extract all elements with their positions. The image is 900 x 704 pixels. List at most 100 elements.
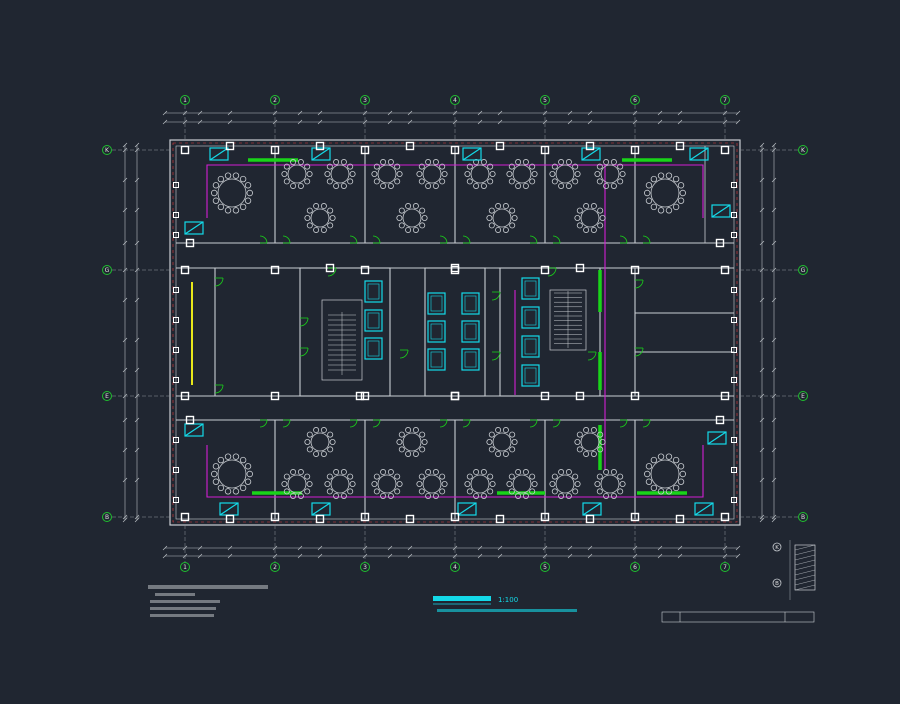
axis-bubble-col-1	[180, 95, 190, 105]
chair	[486, 438, 493, 445]
axis-label-row-B: B	[801, 514, 805, 521]
elevator-frame	[364, 280, 383, 303]
dimension-tick	[771, 337, 777, 343]
dimension-tick	[362, 119, 368, 125]
chair	[558, 492, 565, 499]
chair	[488, 222, 495, 229]
dimension-tick	[735, 110, 741, 116]
dimension-tick	[387, 553, 393, 559]
chair	[387, 159, 394, 166]
door-arc	[552, 419, 561, 428]
axis-label-col-6: 6	[633, 564, 637, 571]
column	[360, 391, 370, 401]
chair	[380, 182, 387, 189]
chair	[488, 431, 495, 438]
door-swing	[327, 267, 337, 277]
chair	[320, 203, 327, 210]
axis-label-col-2: 2	[273, 564, 277, 571]
key-hatch	[794, 574, 816, 581]
chair	[610, 492, 617, 499]
chair	[371, 170, 378, 177]
chair	[387, 469, 394, 476]
column	[173, 377, 179, 383]
chair	[373, 473, 380, 480]
table-top	[330, 474, 350, 494]
dimension-tick	[677, 553, 683, 559]
column	[450, 263, 460, 273]
key-bubble-B	[772, 578, 782, 588]
chair	[677, 182, 685, 189]
dimension-tick	[162, 119, 168, 125]
door-swing	[282, 235, 291, 244]
key-label-K: K	[775, 545, 779, 551]
elevator-frame	[521, 364, 540, 387]
column	[720, 145, 730, 155]
chair	[590, 226, 597, 233]
banquet-table	[304, 203, 336, 233]
unit-diagonal	[311, 502, 331, 516]
dimension-tick	[317, 119, 323, 125]
column	[731, 232, 737, 238]
chair	[340, 469, 347, 476]
banquet-table	[464, 469, 496, 499]
door-swing	[372, 419, 381, 428]
chair	[326, 473, 333, 480]
chair	[333, 492, 340, 499]
column	[495, 514, 505, 524]
chair	[495, 450, 502, 457]
dimension-tick	[587, 553, 593, 559]
banquet-table	[324, 159, 356, 189]
door-swing	[282, 419, 291, 428]
unit-frame	[711, 204, 731, 218]
column	[731, 497, 737, 503]
column	[715, 238, 725, 248]
door-arc	[552, 235, 561, 244]
mechanical-unit	[311, 147, 331, 161]
column	[270, 265, 280, 275]
unit-diagonal	[581, 147, 601, 161]
dimension-tick	[677, 545, 683, 551]
dimension-tick	[317, 545, 323, 551]
unit-diagonal	[462, 147, 482, 161]
dimension-tick	[134, 417, 140, 423]
chair	[418, 488, 425, 495]
dimension-tick	[407, 545, 413, 551]
banquet-tables	[210, 159, 686, 499]
chair	[473, 182, 480, 189]
chair	[466, 163, 473, 170]
chair	[290, 182, 297, 189]
chair	[416, 170, 423, 177]
chair	[473, 492, 480, 499]
column	[495, 141, 505, 151]
elevator-frame	[521, 335, 540, 358]
dimension-tick	[297, 119, 303, 125]
chair	[644, 189, 651, 197]
axis-label-col-5: 5	[543, 564, 547, 571]
chair	[441, 170, 448, 177]
mechanical-unit	[707, 431, 727, 445]
chair	[515, 469, 522, 476]
chair	[657, 453, 665, 460]
door-swing	[642, 235, 651, 244]
chair	[239, 175, 247, 183]
elevator-inner	[367, 340, 380, 357]
chair	[574, 214, 581, 221]
chair	[232, 207, 240, 214]
chair	[217, 175, 225, 183]
chair	[421, 438, 428, 445]
dimension-tick	[759, 177, 765, 183]
dimension-tick	[297, 545, 303, 551]
dimension-tick	[759, 240, 765, 246]
chair	[326, 488, 333, 495]
chair	[396, 480, 403, 487]
dimension-tick	[122, 297, 128, 303]
chair	[239, 203, 247, 211]
column	[270, 512, 280, 522]
axis-bubble-row-B	[102, 512, 112, 522]
column	[355, 391, 365, 401]
column	[180, 512, 190, 522]
door-arc	[282, 235, 291, 244]
door-arc	[259, 235, 268, 244]
dimension-tick	[497, 110, 503, 116]
